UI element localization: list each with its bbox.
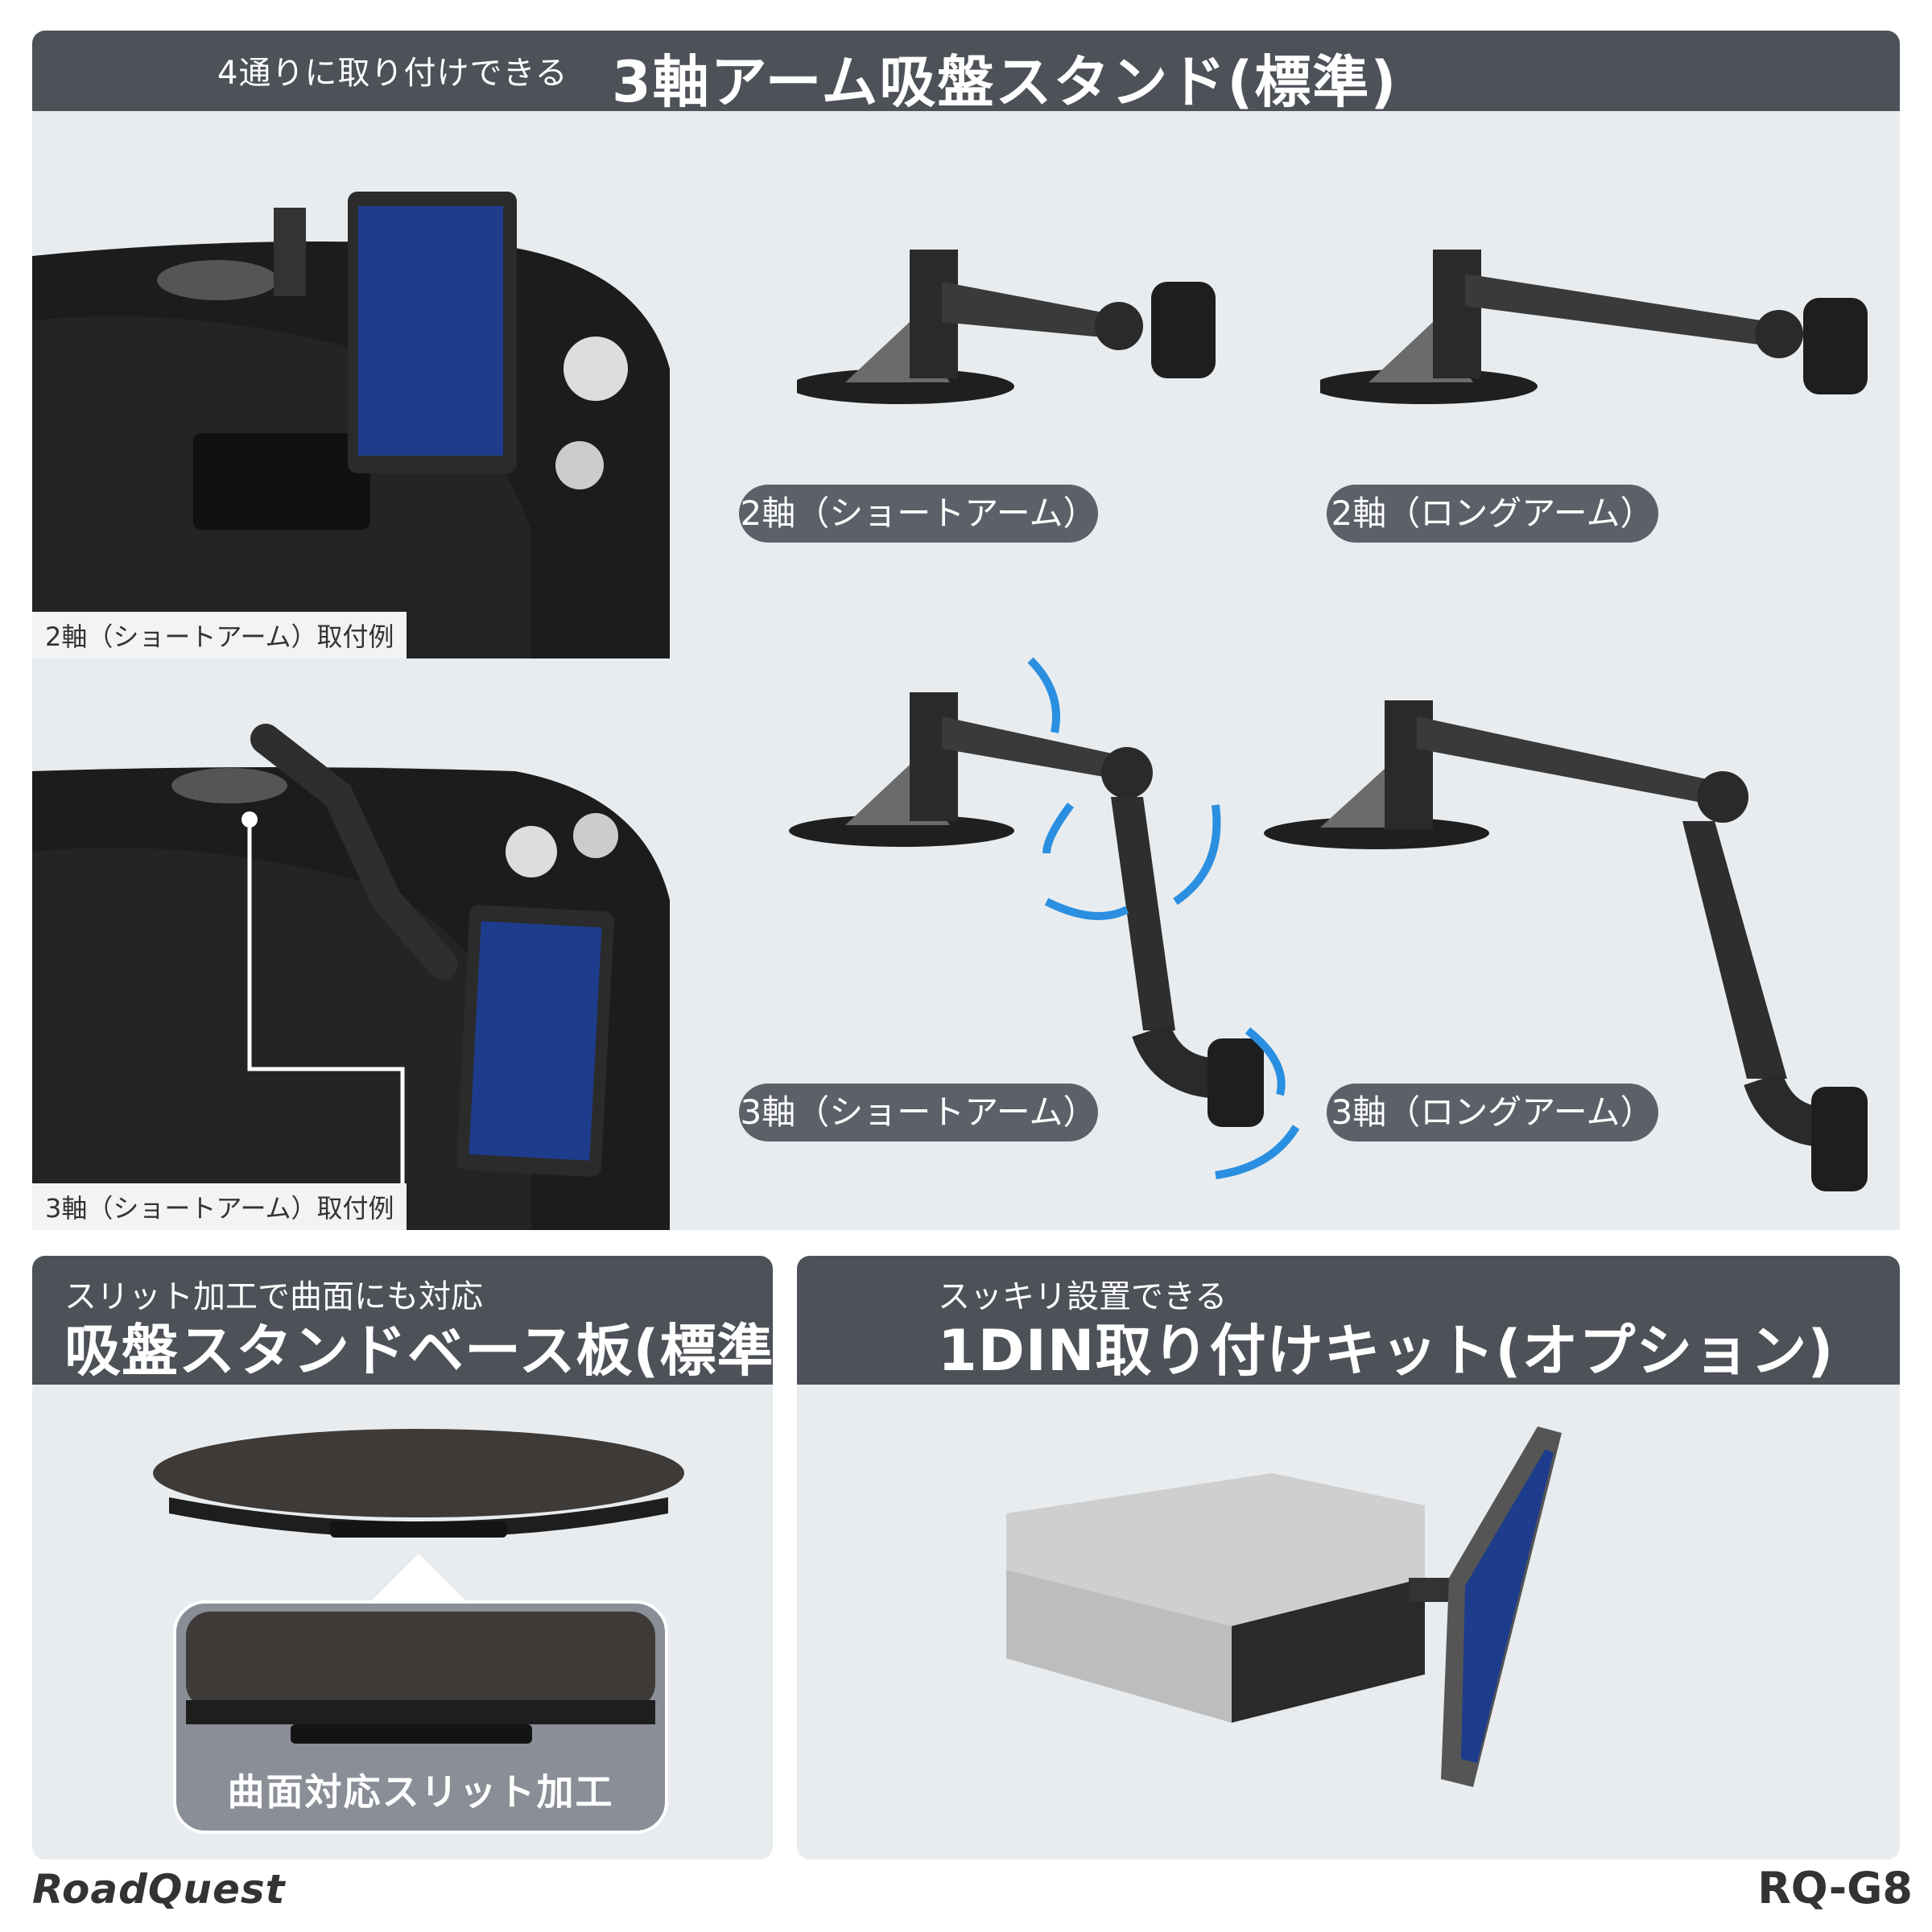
install-photo-2axis: 2軸（ショートアーム）取付例	[32, 111, 670, 658]
brand-logo: RoadQuest	[32, 1866, 286, 1913]
slit-detail-box: 曲面対応スリット加工	[173, 1600, 668, 1834]
slit-detail-label: 曲面対応スリット加工	[227, 1770, 614, 1814]
arm-3axis-long	[1264, 700, 1868, 1191]
dashboard-illustration-1	[32, 192, 670, 658]
variant-label-3axis-long: 3軸（ロングアーム）	[1327, 1084, 1658, 1141]
install-photo-3axis: 3軸（ショートアーム）取付例	[32, 691, 670, 1230]
photo-caption: 3軸（ショートアーム）取付例	[32, 1183, 407, 1230]
base-plate-header: スリット加工で曲面にも対応 吸盤スタンドベース板(標準)	[32, 1256, 799, 1385]
variant-label-2axis-long: 2軸（ロングアーム）	[1327, 485, 1658, 543]
slit-detail-image	[186, 1612, 655, 1744]
variant-label-2axis-short: 2軸（ショートアーム）	[739, 485, 1098, 543]
arm-2axis-long	[1320, 250, 1868, 404]
base-plate-title: 吸盤スタンドベース板(標準)	[64, 1318, 801, 1384]
din-kit-title: 1DIN取り付けキット(オプション)	[938, 1318, 1835, 1384]
base-plate-image	[153, 1429, 684, 1610]
top-title: 3軸アーム吸盤スタンド(標準)	[612, 49, 1398, 115]
base-plate-subtitle: スリット加工で曲面にも対応	[64, 1278, 483, 1315]
variant-label-3axis-short: 3軸（ショートアーム）	[739, 1084, 1098, 1141]
top-subtitle: 4通りに取り付けできる	[217, 55, 568, 92]
din-kit-image	[1006, 1426, 1562, 1787]
top-header: 4通りに取り付けできる 3軸アーム吸盤スタンド(標準)	[32, 31, 1900, 115]
photo-caption: 2軸（ショートアーム）取付例	[32, 612, 407, 658]
dashboard-illustration-2	[32, 724, 670, 1230]
model-number: RQ-G8	[1757, 1863, 1913, 1913]
din-kit-subtitle: スッキリ設置できる	[938, 1278, 1228, 1315]
arm-2axis-short	[797, 250, 1216, 404]
din-kit-header: スッキリ設置できる 1DIN取り付けキット(オプション)	[797, 1256, 1900, 1385]
arm-3axis-short	[789, 657, 1300, 1179]
